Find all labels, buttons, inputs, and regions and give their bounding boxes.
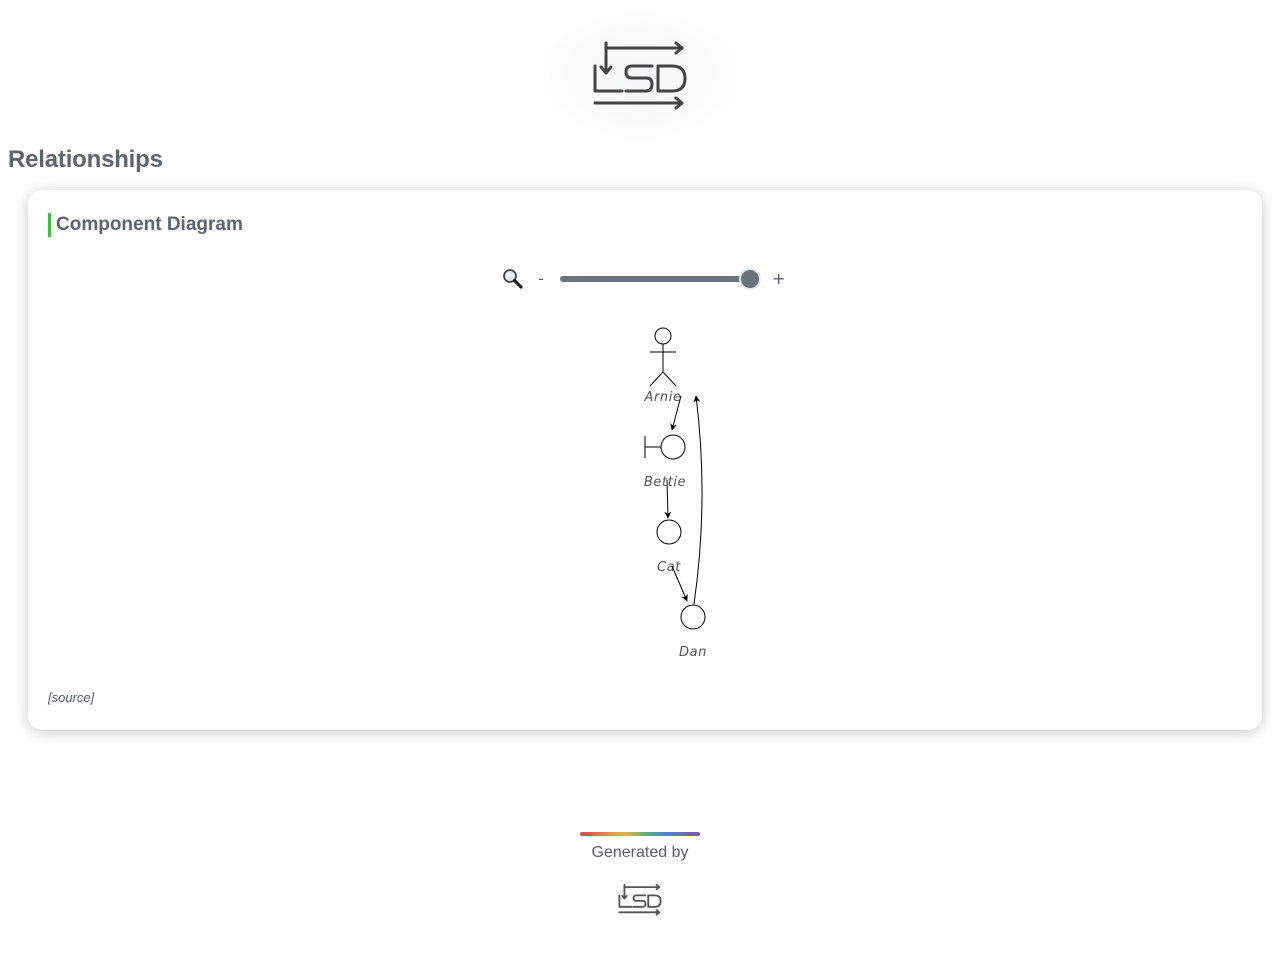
boundary-node-bettie[interactable]: Bettie xyxy=(644,434,686,490)
zoom-control: - + xyxy=(502,267,792,293)
edge-arnie-to-bettie xyxy=(670,395,682,431)
card-title: Component Diagram xyxy=(48,213,243,237)
node-label-cat: Cat xyxy=(657,560,681,575)
edge-bettie-to-cat xyxy=(664,479,672,519)
node-label-dan: Dan xyxy=(679,645,707,660)
section-title: Relationships xyxy=(8,146,163,173)
magnifier-icon xyxy=(503,269,523,289)
lsd-logo-icon xyxy=(593,41,687,110)
lsd-logo-icon[interactable] xyxy=(618,883,662,916)
header-logo-backdrop xyxy=(540,8,740,142)
control-node-dan[interactable]: Dan xyxy=(679,604,707,660)
zoom-slider[interactable] xyxy=(560,270,759,288)
generated-by-text: Generated by xyxy=(591,844,689,861)
edge-dan-to-arnie xyxy=(693,395,703,605)
zoom-slider-thumb[interactable] xyxy=(741,270,759,288)
control-node-cat[interactable]: Cat xyxy=(656,519,682,575)
footer-rainbow-divider xyxy=(580,832,700,836)
component-diagram: Arnie Bettie Cat Dan xyxy=(643,327,707,660)
node-label-bettie: Bettie xyxy=(644,475,686,490)
source-link[interactable]: [source] xyxy=(48,690,95,705)
edge-cat-to-dan xyxy=(671,565,688,602)
node-label-arnie: Arnie xyxy=(643,390,681,405)
component-diagram-card: Component Diagram - + Arnie xyxy=(28,190,1262,730)
zoom-out-button[interactable]: - xyxy=(538,269,544,288)
header-logo xyxy=(540,8,740,142)
actor-node-arnie[interactable]: Arnie xyxy=(643,327,681,405)
zoom-in-button[interactable]: + xyxy=(772,269,786,288)
zoom-slider-fill xyxy=(560,276,750,282)
